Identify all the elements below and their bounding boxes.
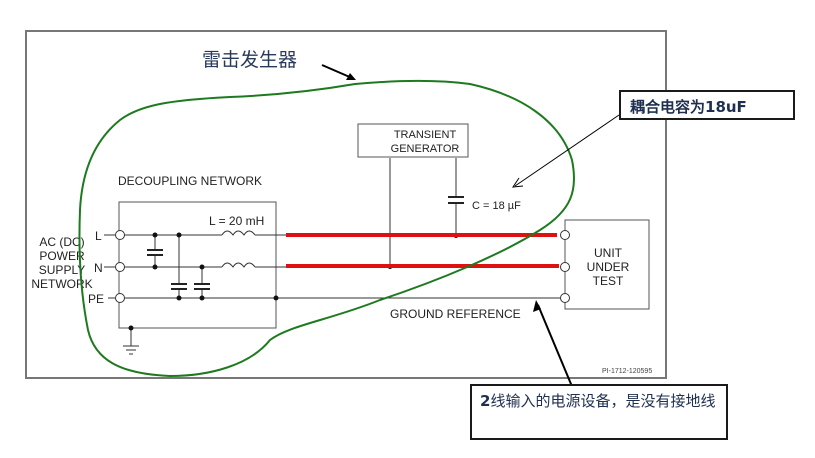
title-arrow-icon (321, 64, 356, 80)
generator-label-2: GENERATOR (391, 143, 460, 155)
source-label-4: NETWORK (31, 277, 92, 291)
ground-reference-label: GROUND REFERENCE (390, 307, 521, 321)
figure-id: PI-1712-120595 (602, 368, 652, 375)
ground-callout-prefix: 2 (480, 392, 491, 410)
transient-generator-box (357, 123, 469, 158)
generator-title-cn: 雷击发生器 (202, 49, 297, 71)
decoupling-wiring (104, 158, 565, 346)
capacitor-callout: 耦合电容为18uF (619, 90, 795, 120)
terminal-n-label: N (94, 261, 103, 275)
capacitor-label: C = 18 µF (472, 200, 521, 212)
generator-label-1: TRANSIENT (394, 129, 457, 141)
decoupling-network-title: DECOUPLING NETWORK (118, 174, 262, 188)
terminal-circles (115, 230, 125, 303)
inductor-label: L = 20 mH (209, 214, 264, 228)
source-label-3: SUPPLY (39, 263, 85, 277)
ground-callout: 2线输入的电源设备，是没有接地线 (470, 384, 728, 440)
terminal-pe-label: PE (88, 292, 104, 306)
source-label-2: POWER (39, 249, 85, 263)
eut-label-1: UNIT (594, 246, 623, 260)
ground-callout-arrow-icon (533, 300, 577, 397)
capacitor-callout-arrow-icon (511, 114, 620, 188)
outer-frame (25, 30, 667, 379)
eut-label-3: TEST (593, 274, 624, 288)
generator-boundary-outline (78, 80, 576, 378)
ground-callout-text: 线输入的电源设备，是没有接地线 (490, 392, 716, 410)
capacitor-symbols (147, 196, 464, 290)
unit-under-test-box (564, 219, 650, 310)
eut-label-2: UNDER (587, 260, 630, 274)
terminal-l-label: L (95, 229, 102, 243)
ground-icon (123, 345, 139, 355)
eut-terminal-circles (560, 230, 570, 303)
source-label-1: AC (DC) (39, 235, 84, 249)
